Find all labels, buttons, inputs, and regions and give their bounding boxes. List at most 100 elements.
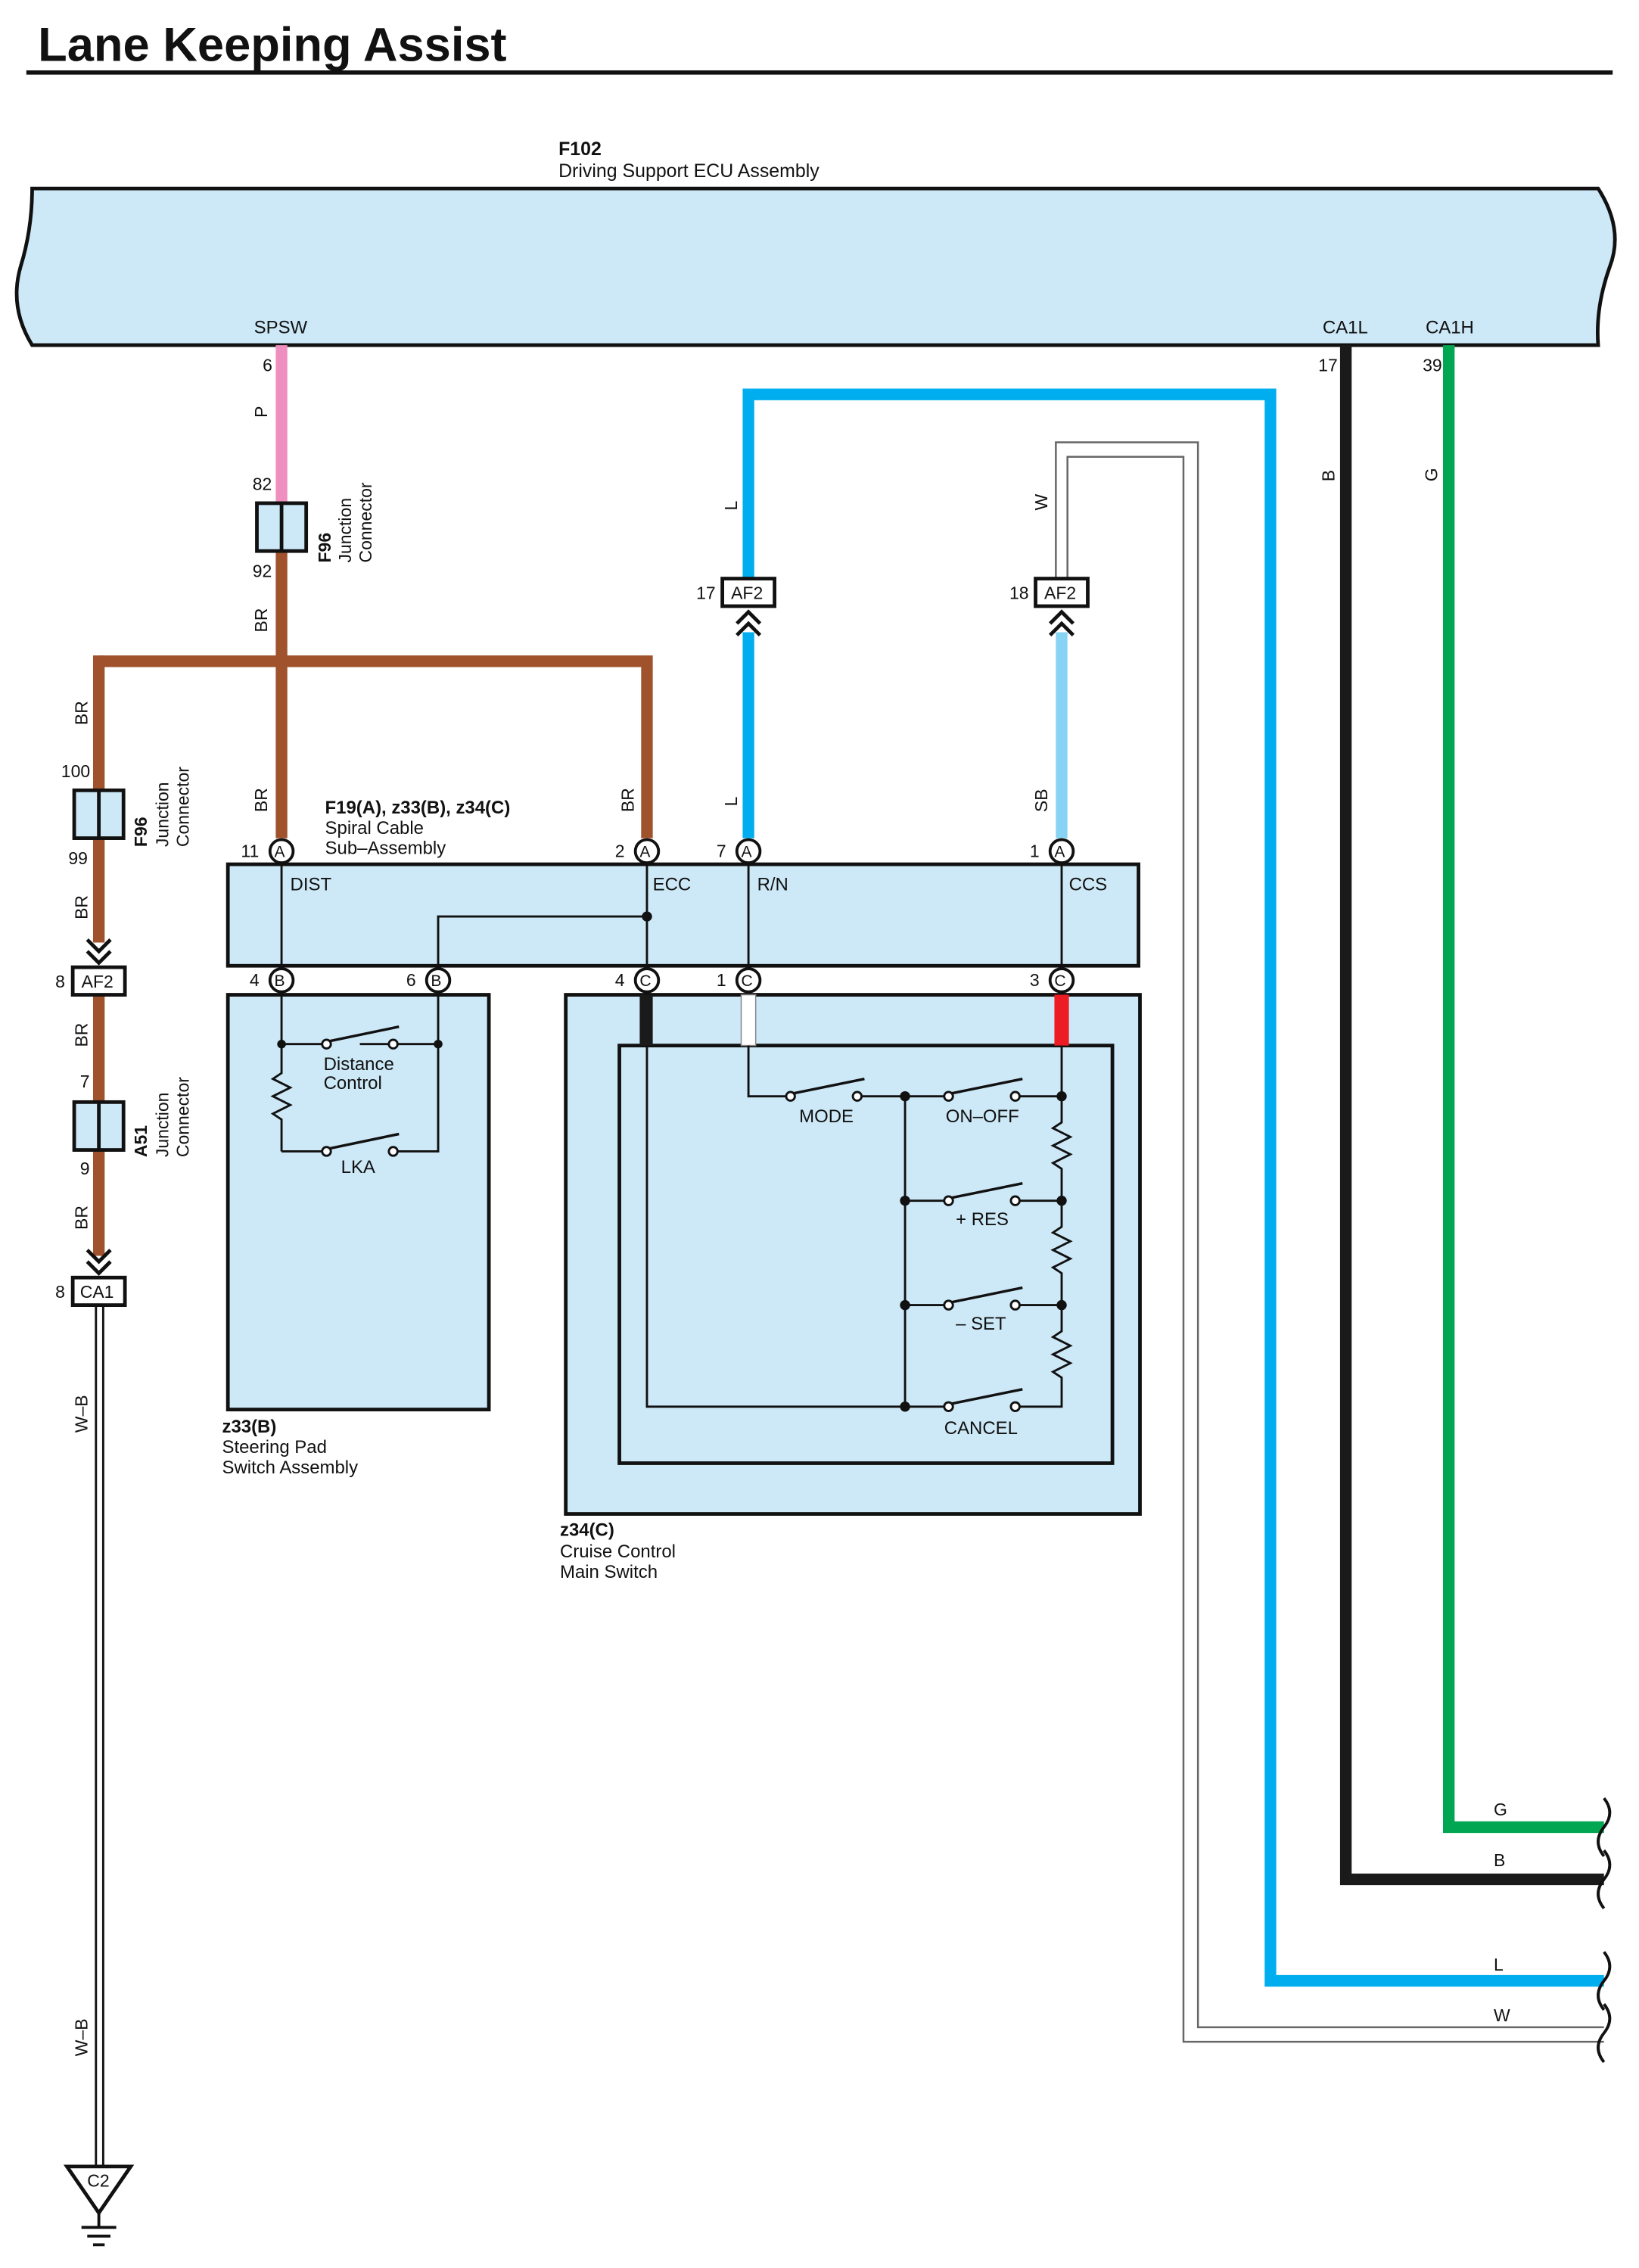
sp-lka-wires — [281, 1044, 440, 1153]
wire-label-br-7: BR — [71, 1206, 91, 1230]
ecu-pin-39: 39 — [1423, 356, 1442, 375]
cc-node-6 — [1056, 1299, 1067, 1311]
cc-node-7 — [900, 1402, 910, 1412]
cc-cancel-contact-2 — [1009, 1401, 1021, 1412]
ecu-code: F102 — [558, 138, 602, 160]
stub-w — [740, 994, 757, 1047]
sp-lka-contact-1 — [321, 1146, 332, 1157]
wire-label-br-6: BR — [71, 1023, 91, 1047]
sp-dist-contact-1 — [321, 1038, 332, 1050]
ecu-terminal-ca1h: CA1H — [1426, 318, 1474, 338]
spiral-code: F19(A), z33(B), z34(C) — [325, 798, 511, 818]
cc-switch-label-mode: MODE — [799, 1106, 854, 1127]
steering-pad-box — [225, 993, 491, 1411]
wire-label-g-1: G — [1421, 468, 1441, 481]
spiral-cable-box — [225, 862, 1140, 968]
wire-label-wb-1: W–B — [71, 1395, 91, 1433]
sp-dist-blade — [328, 1025, 400, 1043]
wire-label-l-right: L — [1494, 1955, 1504, 1974]
spiral-top-pin-num-3: 7 — [717, 841, 726, 860]
cc-mode-blade — [793, 1077, 865, 1095]
junction-a51-name2: Connector — [173, 1077, 192, 1157]
cc-mode-contact-1 — [785, 1090, 796, 1102]
cc-resistor-ladder — [1019, 1096, 1073, 1408]
break-l-icon — [1597, 1951, 1612, 2011]
spiral-bottom-pin-letter-1: B — [274, 972, 285, 990]
spiral-terminal-ecc: ECC — [653, 875, 692, 895]
cc-switch-label-cancel: CANCEL — [944, 1418, 1018, 1439]
cc-res-contact-1 — [943, 1195, 954, 1206]
sp-lka-contact-2 — [387, 1146, 399, 1157]
ecu-pin-6: 6 — [263, 356, 272, 375]
cc-trace-ecc — [645, 1045, 944, 1408]
steering-pad-name2: Switch Assembly — [222, 1458, 359, 1478]
junction-a51-pin-in: 7 — [80, 1072, 90, 1091]
junction-f96-top-name2: Connector — [356, 482, 375, 562]
sp-dist-contact-2 — [387, 1038, 399, 1050]
ground-triangle-icon — [63, 2164, 135, 2217]
cc-cancel-blade — [951, 1388, 1023, 1405]
connector-af2-w — [1034, 577, 1090, 608]
af2-left-chevron-icon — [86, 938, 112, 966]
spiral-bottom-pin-letter-4: C — [742, 972, 753, 990]
wire-label-sb: SB — [1031, 789, 1051, 812]
cc-set-contact-1 — [943, 1299, 954, 1311]
steering-pad-name1: Steering Pad — [222, 1437, 327, 1458]
wire-g — [1442, 345, 1604, 1834]
cc-switch-label-onoff: ON–OFF — [946, 1106, 1019, 1127]
ground-label: C2 — [87, 2171, 109, 2191]
cruise-switch-inner-box — [617, 1044, 1115, 1465]
page-title: Lane Keeping Assist — [38, 18, 506, 71]
wire-b — [1339, 345, 1604, 1886]
spiral-top-pin-letter-1: A — [274, 843, 285, 860]
junction-f96-top-code: F96 — [315, 533, 334, 563]
cruise-switch-name1: Cruise Control — [560, 1542, 676, 1562]
spiral-top-pin-letter-3: A — [742, 843, 752, 860]
junction-f96-left-name1: Junction — [153, 782, 173, 847]
cc-switch-label-res: + RES — [956, 1209, 1009, 1230]
cc-node-2 — [1056, 1090, 1067, 1102]
ecu-box — [14, 186, 1617, 347]
break-g-icon — [1597, 1797, 1612, 1857]
spiral-top-pin-letter-4: A — [1054, 843, 1065, 860]
cc-switch-label-set: – SET — [956, 1314, 1006, 1334]
connector-af2-w-label: AF2 — [1044, 583, 1076, 602]
af2-l-chevron-icon — [736, 609, 762, 637]
stub-b — [639, 994, 653, 1046]
wire-label-l-1: L — [721, 501, 741, 511]
cruise-switch-name2: Main Switch — [560, 1562, 658, 1582]
cc-mode-contact-2 — [851, 1090, 863, 1102]
cc-node-1 — [900, 1090, 910, 1102]
wire-label-br-4: BR — [71, 701, 91, 725]
connector-ca1 — [70, 1275, 127, 1308]
wire-label-p: P — [251, 406, 271, 418]
connector-af2-l — [720, 577, 776, 608]
spiral-bottom-pin-letter-2: B — [431, 972, 441, 990]
cc-res-blade — [951, 1181, 1023, 1199]
spiral-bottom-pins: B 4 B 6 C 4 C 1 C 3 — [250, 967, 1075, 994]
connector-af2-left-pin: 8 — [55, 972, 65, 991]
spiral-bottom-pin-num-2: 6 — [406, 970, 416, 990]
junction-f96-top-pin-out: 92 — [253, 562, 272, 581]
cc-set-blade — [951, 1286, 1023, 1304]
spiral-top-pins: A 11 A 2 A 7 A 1 — [241, 838, 1075, 865]
spiral-bottom-pin-letter-3: C — [639, 972, 651, 990]
wire-label-wb-2: W–B — [71, 2018, 91, 2056]
cc-trace-rn — [747, 1045, 786, 1098]
cc-node-4 — [1056, 1195, 1067, 1206]
spiral-bottom-pin-num-4: 1 — [717, 970, 726, 990]
wire-label-w-right: W — [1494, 2005, 1510, 2025]
spiral-name2: Sub–Assembly — [325, 838, 446, 859]
cc-node-5 — [900, 1299, 910, 1311]
wire-label-br-5: BR — [71, 895, 91, 919]
spiral-top-pin-num-4: 1 — [1030, 841, 1040, 860]
sp-lka-blade — [328, 1132, 400, 1150]
wire-label-g-right: G — [1494, 1800, 1507, 1819]
connector-af2-left-label: AF2 — [82, 972, 114, 991]
spiral-name1: Spiral Cable — [325, 818, 424, 838]
sp-switch-label-control: Control — [324, 1073, 382, 1094]
ecu-pin-17: 17 — [1318, 356, 1338, 375]
cc-onoff-blade — [951, 1077, 1023, 1095]
wire-w-inner — [1066, 456, 1604, 2043]
spiral-terminal-ccs: CCS — [1069, 875, 1108, 895]
